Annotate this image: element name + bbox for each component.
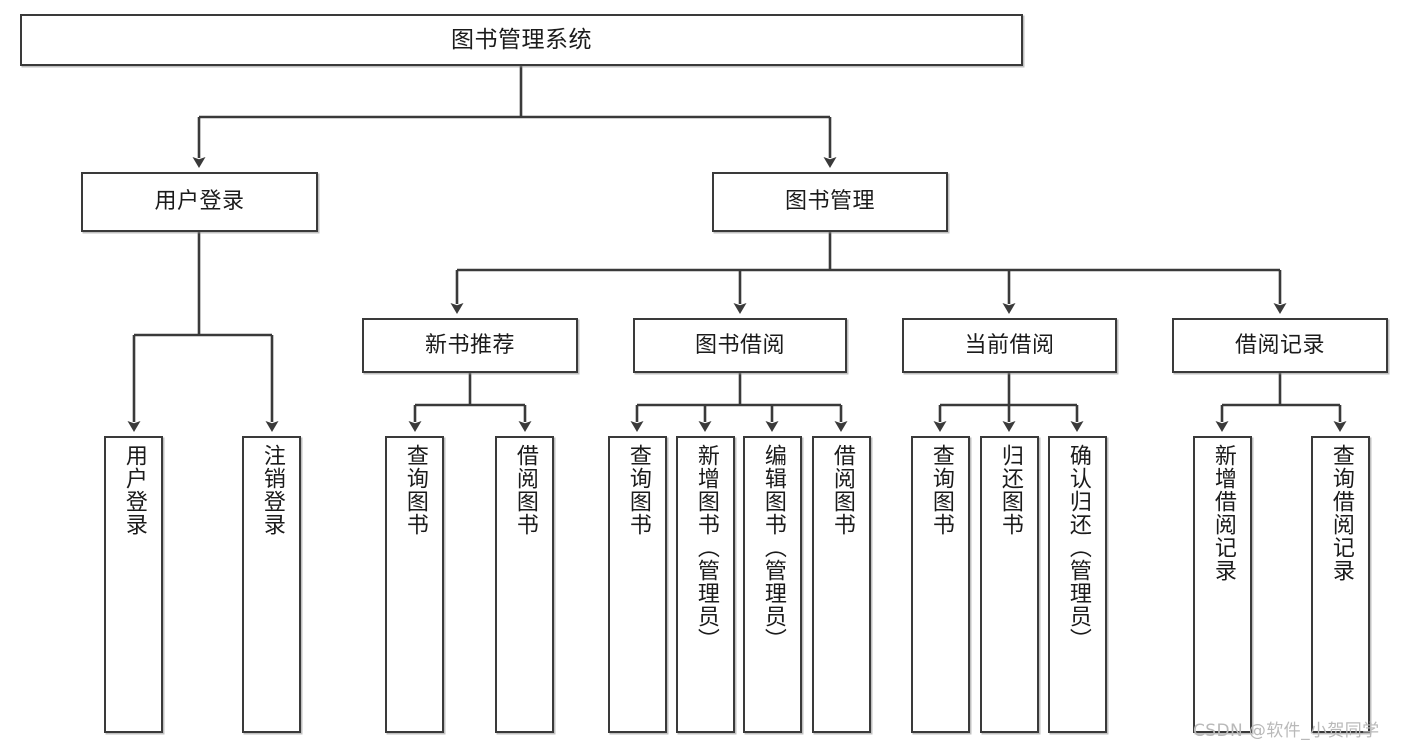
node-leaf-logout[interactable]: 注销登录 [242,436,301,733]
node-label: 当前借阅 [964,332,1055,358]
node-leaf-return-book[interactable]: 归还图书 [980,436,1039,733]
node-leaf-borrow-book-recommend[interactable]: 借阅图书 [495,436,554,733]
node-label: 新增借阅记录 [1210,444,1236,582]
node-book-borrow[interactable]: 图书借阅 [633,318,847,373]
node-label: 借阅记录 [1234,332,1325,358]
node-label: 编辑图书（管理员） [760,444,786,651]
node-label: 确认归还（管理员） [1065,444,1091,651]
node-root-book-management-system[interactable]: 图书管理系统 [20,14,1023,66]
csdn-watermark: CSDN @软件_小贺同学 [1193,721,1380,741]
node-user-login[interactable]: 用户登录 [81,172,318,232]
node-leaf-query-borrow-record[interactable]: 查询借阅记录 [1311,436,1370,733]
node-book-management[interactable]: 图书管理 [712,172,948,232]
node-label: 用户登录 [121,444,147,536]
node-label: 借阅图书 [829,444,855,536]
node-label: 注销登录 [259,444,285,536]
node-leaf-edit-book-admin[interactable]: 编辑图书（管理员） [743,436,802,733]
node-leaf-add-borrow-record[interactable]: 新增借阅记录 [1193,436,1252,733]
node-label: 查询借阅记录 [1328,444,1354,582]
node-label: 用户登录 [154,189,245,215]
node-current-borrow[interactable]: 当前借阅 [902,318,1117,373]
node-label: 新增图书（管理员） [693,444,719,651]
node-leaf-query-book-recommend[interactable]: 查询图书 [385,436,444,733]
node-leaf-query-book-borrow[interactable]: 查询图书 [608,436,667,733]
node-new-book-recommend[interactable]: 新书推荐 [362,318,578,373]
node-label: 归还图书 [997,444,1023,536]
node-label: 查询图书 [928,444,954,536]
node-leaf-add-book-admin[interactable]: 新增图书（管理员） [676,436,735,733]
node-leaf-user-login[interactable]: 用户登录 [104,436,163,733]
node-label: 查询图书 [625,444,651,536]
node-label: 图书借阅 [694,332,785,358]
node-label: 借阅图书 [512,444,538,536]
node-label: 图书管理 [784,189,875,215]
node-label: 查询图书 [402,444,428,536]
node-leaf-query-book-current[interactable]: 查询图书 [911,436,970,733]
node-borrow-record[interactable]: 借阅记录 [1172,318,1388,373]
node-label: 新书推荐 [424,332,515,358]
node-label: 图书管理系统 [451,26,592,53]
node-leaf-confirm-return-admin[interactable]: 确认归还（管理员） [1048,436,1107,733]
node-leaf-borrow-book[interactable]: 借阅图书 [812,436,871,733]
